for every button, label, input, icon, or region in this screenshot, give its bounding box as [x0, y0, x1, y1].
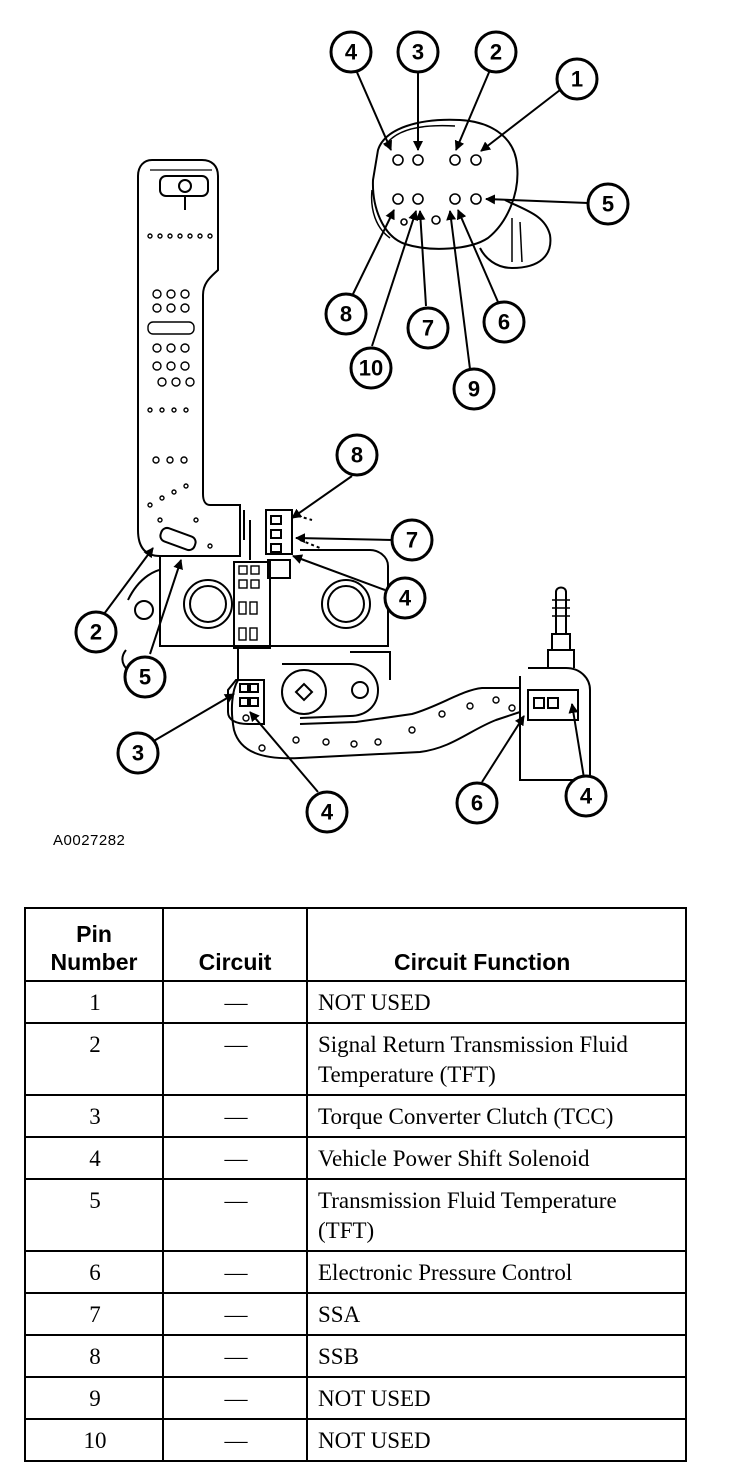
circuit-function: Electronic Pressure Control	[306, 1250, 687, 1294]
svg-text:1: 1	[571, 67, 583, 92]
circuit: —	[162, 1376, 308, 1420]
figure-id: A0027282	[53, 832, 126, 849]
svg-text:3: 3	[132, 741, 144, 766]
circuit-function: NOT USED	[306, 1418, 687, 1462]
svg-text:6: 6	[471, 791, 483, 816]
connector-callout-1: 1	[555, 57, 599, 101]
table-row: 6 — Electronic Pressure Control	[24, 1250, 687, 1294]
circuit: —	[162, 1094, 308, 1138]
harness-callout-4-right: 4	[564, 774, 608, 818]
connector-callout-5: 5	[586, 182, 630, 226]
svg-text:8: 8	[351, 443, 363, 468]
svg-text:3: 3	[412, 40, 424, 65]
connector-callout-7: 7	[406, 306, 450, 350]
pin-number: 3	[24, 1094, 164, 1138]
pin-number: 4	[24, 1136, 164, 1180]
svg-text:7: 7	[422, 316, 434, 341]
circuit-function: SSB	[306, 1334, 687, 1378]
svg-text:2: 2	[490, 40, 502, 65]
pin-number: 6	[24, 1250, 164, 1294]
svg-text:4: 4	[580, 784, 593, 809]
connector-face	[370, 118, 552, 270]
circuit-function: NOT USED	[306, 1376, 687, 1420]
table-row: 3 — Torque Converter Clutch (TCC)	[24, 1094, 687, 1138]
connector-callout-6: 6	[482, 300, 526, 344]
circuit-function: Vehicle Power Shift Solenoid	[306, 1136, 687, 1180]
svg-text:9: 9	[468, 377, 480, 402]
table-row: 1 — NOT USED	[24, 980, 687, 1024]
connector-callout-4: 4	[329, 30, 373, 74]
harness-callout-8: 8	[335, 433, 379, 477]
header-circuit: Circuit	[162, 907, 308, 982]
svg-text:7: 7	[406, 528, 418, 553]
svg-text:5: 5	[139, 665, 151, 690]
strip-holes	[147, 233, 213, 549]
harness-callout-4-lower: 4	[305, 790, 349, 834]
pin-number: 10	[24, 1418, 164, 1462]
circuit: —	[162, 1292, 308, 1336]
table-row: 8 — SSB	[24, 1334, 687, 1378]
header-circuit-function: Circuit Function	[306, 907, 687, 982]
svg-text:5: 5	[602, 192, 614, 217]
pin-function-table: Pin Number Circuit Circuit Function 1 — …	[24, 907, 687, 1462]
connector-callout-10: 10	[349, 346, 393, 390]
pin-number: 9	[24, 1376, 164, 1420]
svg-text:4: 4	[399, 586, 412, 611]
table-row: 9 — NOT USED	[24, 1376, 687, 1420]
harness-leader-lines	[103, 475, 585, 793]
svg-text:4: 4	[345, 40, 358, 65]
circuit: —	[162, 1250, 308, 1294]
connector-callout-9: 9	[452, 367, 496, 411]
connector-and-harness-diagram: 4 3 2 1 5 8 7 6 10 9	[74, 30, 630, 834]
connector-callout-2: 2	[474, 30, 518, 74]
circuit-function: Signal Return Transmission Fluid Tempera…	[306, 1022, 687, 1096]
svg-text:6: 6	[498, 310, 510, 335]
table-row: 4 — Vehicle Power Shift Solenoid	[24, 1136, 687, 1180]
harness-callout-4-upper: 4	[383, 576, 427, 620]
svg-text:2: 2	[90, 620, 102, 645]
harness-callout-2: 2	[74, 610, 118, 654]
svg-text:8: 8	[340, 302, 352, 327]
connector-callout-3: 3	[396, 30, 440, 74]
connector-pins	[392, 154, 482, 226]
circuit: —	[162, 980, 308, 1024]
table-row: 2 — Signal Return Transmission Fluid Tem…	[24, 1022, 687, 1096]
circuit-function: NOT USED	[306, 980, 687, 1024]
circuit: —	[162, 1334, 308, 1378]
table-row: 7 — SSA	[24, 1292, 687, 1336]
header-pin-number: Pin Number	[24, 907, 164, 982]
svg-text:10: 10	[359, 356, 383, 381]
pin-number: 5	[24, 1178, 164, 1252]
circuit-function: SSA	[306, 1292, 687, 1336]
circuit: —	[162, 1022, 308, 1096]
internal-harness	[121, 159, 591, 781]
circuit: —	[162, 1136, 308, 1180]
svg-text:4: 4	[321, 800, 334, 825]
table-row: 10 — NOT USED	[24, 1418, 687, 1462]
harness-callout-5: 5	[123, 655, 167, 699]
table-row: 5 — Transmission Fluid Temperature (TFT)	[24, 1178, 687, 1252]
table-header-row: Pin Number Circuit Circuit Function	[24, 907, 687, 982]
harness-callout-3: 3	[116, 731, 160, 775]
pin-number: 8	[24, 1334, 164, 1378]
pin-number: 2	[24, 1022, 164, 1096]
harness-callouts: 8 7 4 2 5 3 4 6 4	[74, 433, 608, 834]
circuit-function: Torque Converter Clutch (TCC)	[306, 1094, 687, 1138]
harness-callout-6: 6	[455, 781, 499, 825]
connector-leader-lines	[352, 69, 589, 370]
harness-callout-7: 7	[390, 518, 434, 562]
circuit: —	[162, 1178, 308, 1252]
circuit-function: Transmission Fluid Temperature (TFT)	[306, 1178, 687, 1252]
pin-number: 7	[24, 1292, 164, 1336]
connector-callouts: 4 3 2 1 5 8 7 6 10 9	[324, 30, 630, 411]
pin-number: 1	[24, 980, 164, 1024]
circuit: —	[162, 1418, 308, 1462]
connector-callout-8: 8	[324, 292, 368, 336]
